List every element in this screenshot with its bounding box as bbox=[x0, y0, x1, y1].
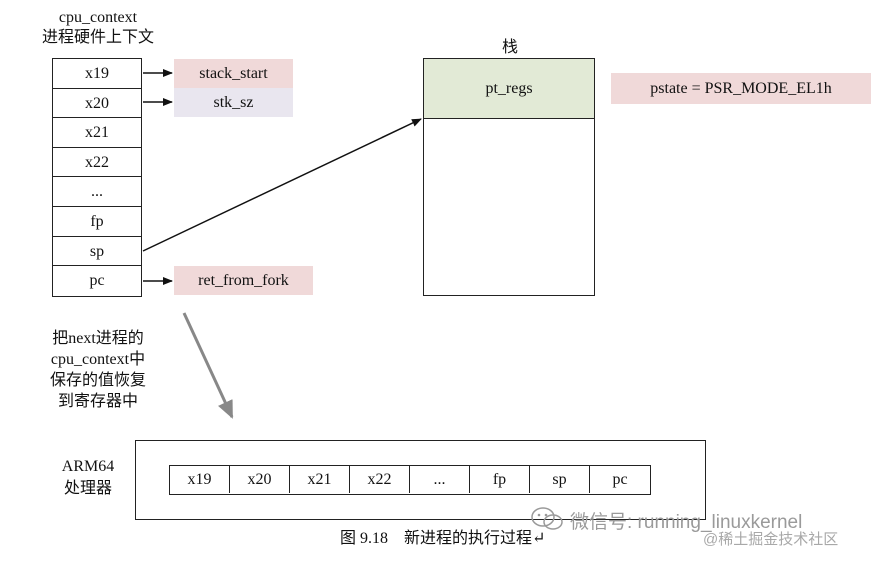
restore-note-line4: 到寄存器中 bbox=[57, 393, 138, 410]
processor-register-row: x19 x20 x21 x22 ... fp sp pc bbox=[169, 465, 651, 495]
ctx-row-sp: sp bbox=[53, 237, 141, 267]
stack-start-tag: stack_start bbox=[174, 59, 293, 88]
pt-regs-block: pt_regs bbox=[424, 59, 594, 119]
reg-fp: fp bbox=[470, 466, 530, 493]
wechat-icon bbox=[531, 507, 563, 530]
restore-note-line3: 保存的值恢复 bbox=[49, 372, 146, 389]
cpu-context-title-line1: cpu_context bbox=[58, 9, 138, 26]
arrow-sp-to-pt-regs bbox=[142, 118, 422, 252]
reg-pc: pc bbox=[612, 471, 628, 488]
figure-caption: 图 9.18 新进程的执行过程↵ bbox=[340, 530, 546, 547]
restore-note-line2: cpu_context中 bbox=[50, 351, 146, 368]
reg-x19: x19 bbox=[170, 466, 230, 493]
ctx-row-ellipsis: ... bbox=[53, 177, 141, 207]
reg-ellipsis: ... bbox=[410, 466, 470, 493]
stack-title: 栈 bbox=[501, 39, 518, 56]
ctx-row-fp: fp bbox=[53, 207, 141, 237]
ctx-row-x22: x22 bbox=[53, 148, 141, 178]
ctx-row-x19: x19 bbox=[53, 59, 141, 89]
reg-x20: x20 bbox=[230, 466, 290, 493]
reg-x21: x21 bbox=[290, 466, 350, 493]
ret-from-fork-tag: ret_from_fork bbox=[174, 266, 313, 295]
ctx-row-pc: pc bbox=[89, 272, 105, 290]
cpu-context-table: x19 x20 x21 x22 ... fp sp pc bbox=[52, 58, 142, 297]
restore-note-line1: 把next进程的 bbox=[52, 330, 144, 347]
reg-sp: sp bbox=[530, 466, 590, 493]
processor-label: ARM64 处理器 bbox=[48, 456, 128, 500]
processor-box bbox=[135, 440, 706, 520]
cpu-context-title-line2: 进程硬件上下文 bbox=[41, 29, 154, 46]
ctx-row-x21: x21 bbox=[53, 118, 141, 148]
reg-x22: x22 bbox=[350, 466, 410, 493]
watermark-wechat: 微信号: running_linuxkernel bbox=[570, 512, 803, 533]
processor-label-line1: ARM64 bbox=[61, 458, 115, 475]
restore-note: 把next进程的 cpu_context中 保存的值恢复 到寄存器中 bbox=[28, 328, 168, 412]
watermark-juejin: @稀土掘金技术社区 bbox=[703, 531, 839, 548]
processor-label-line2: 处理器 bbox=[63, 480, 112, 497]
pstate-tag: pstate = PSR_MODE_EL1h bbox=[611, 73, 871, 104]
stack-box: pt_regs bbox=[423, 58, 595, 296]
cpu-context-title: cpu_context 进程硬件上下文 bbox=[28, 8, 168, 48]
arrow-restore-to-processor bbox=[182, 312, 234, 419]
ctx-row-x20: x20 bbox=[53, 89, 141, 119]
stk-sz-tag: stk_sz bbox=[174, 88, 293, 117]
